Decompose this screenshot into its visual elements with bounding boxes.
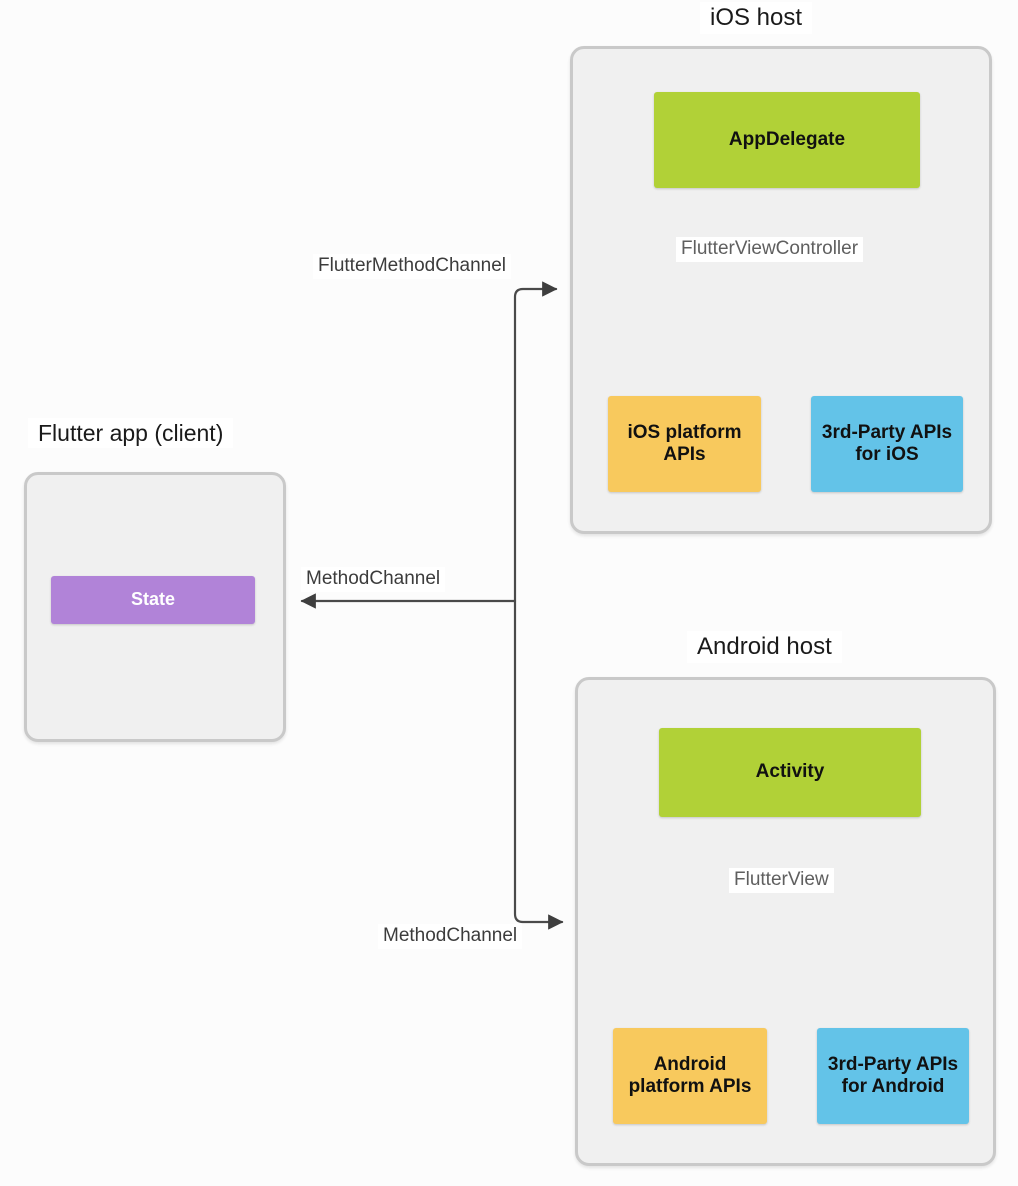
edge-label-flutterviewcontroller: FlutterViewController	[676, 237, 864, 262]
edge-label-flutterview: FlutterView	[729, 868, 834, 893]
node-android-platform-apis[interactable]: Android platform APIs	[613, 1028, 767, 1124]
node-appdelegate[interactable]: AppDelegate	[654, 92, 920, 188]
node-state[interactable]: State	[51, 576, 255, 624]
node-ios-platform-apis[interactable]: iOS platform APIs	[608, 396, 761, 492]
node-activity[interactable]: Activity	[659, 728, 921, 817]
node-third-party-apis-for-ios[interactable]: 3rd-Party APIs for iOS	[811, 396, 963, 492]
edge-label-flutter-method-channel: FlutterMethodChannel	[313, 254, 511, 279]
edge-label-method-channel-to-android: MethodChannel	[378, 924, 523, 949]
channel-edges	[300, 281, 564, 930]
edge-label-method-channel-to-state: MethodChannel	[301, 567, 446, 592]
android-host-title: Android host	[687, 631, 842, 663]
node-third-party-apis-for-android[interactable]: 3rd-Party APIs for Android	[817, 1028, 969, 1124]
ios-host-title: iOS host	[700, 2, 813, 34]
flutter-app-title: Flutter app (client)	[28, 418, 234, 449]
